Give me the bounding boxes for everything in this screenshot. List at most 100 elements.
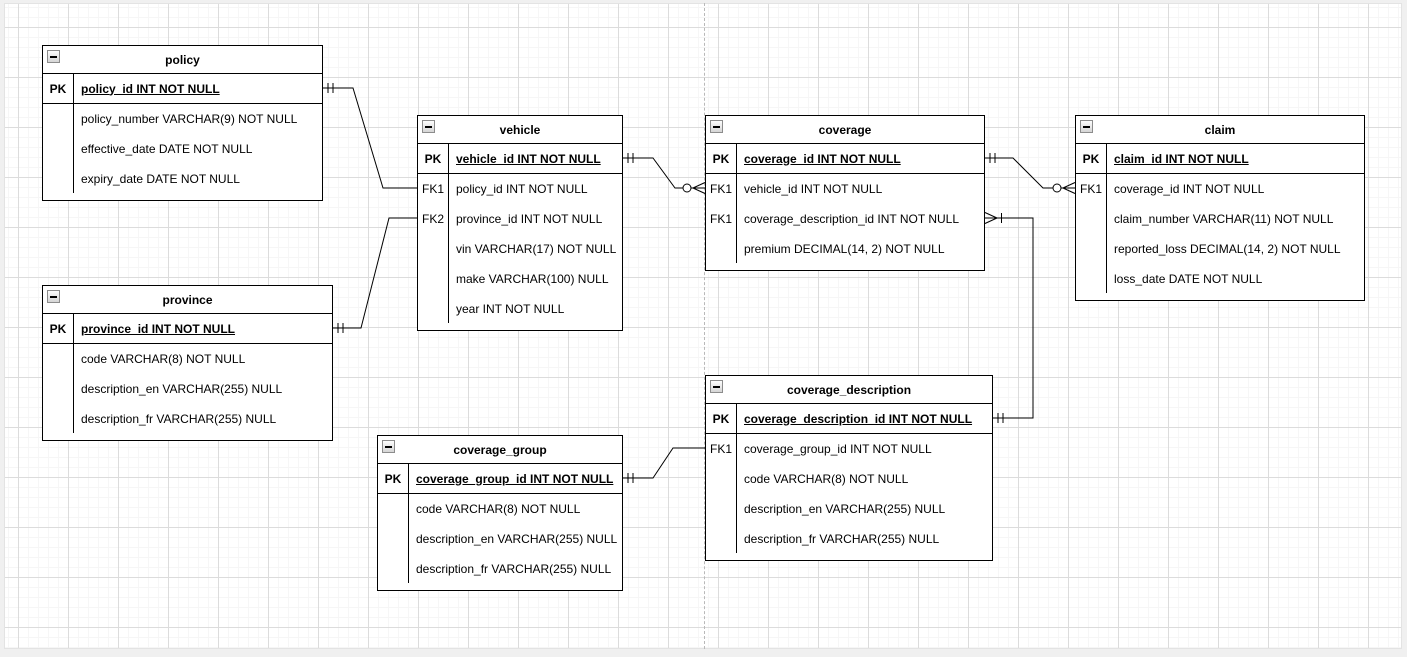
table-row[interactable]: PK policy_id INT NOT NULL <box>43 74 322 104</box>
entity-table-coverage_group[interactable]: coverage_group PK coverage_group_id INT … <box>377 435 623 591</box>
table-row[interactable]: reported_loss DECIMAL(14, 2) NOT NULL <box>1076 234 1364 264</box>
table-row[interactable]: description_fr VARCHAR(255) NULL <box>43 404 332 434</box>
exactly-one-notation-icon <box>337 323 344 333</box>
table-row[interactable]: effective_date DATE NOT NULL <box>43 134 322 164</box>
table-row[interactable]: premium DECIMAL(14, 2) NOT NULL <box>706 234 984 264</box>
table-row[interactable]: code VARCHAR(8) NOT NULL <box>43 344 332 374</box>
table-row[interactable]: make VARCHAR(100) NULL <box>418 264 622 294</box>
table-row[interactable]: vin VARCHAR(17) NOT NULL <box>418 234 622 264</box>
table-row[interactable]: FK1 coverage_description_id INT NOT NULL <box>706 204 984 234</box>
table-row[interactable]: FK1 policy_id INT NOT NULL <box>418 174 622 204</box>
table-row[interactable]: year INT NOT NULL <box>418 294 622 324</box>
collapse-icon[interactable] <box>710 120 723 133</box>
collapse-icon[interactable] <box>382 440 395 453</box>
relationship-line[interactable] <box>623 157 705 189</box>
relationship-line[interactable] <box>333 217 417 329</box>
table-row[interactable]: PK claim_id INT NOT NULL <box>1076 144 1364 174</box>
entity-table-province[interactable]: province PK province_id INT NOT NULL cod… <box>42 285 333 441</box>
column-definition: premium DECIMAL(14, 2) NOT NULL <box>744 242 945 256</box>
table-row[interactable]: PK coverage_id INT NOT NULL <box>706 144 984 174</box>
exactly-one-notation-icon <box>327 83 334 93</box>
relationship-line[interactable] <box>985 217 1034 419</box>
zero-or-many-notation-icon <box>692 182 706 194</box>
table-header[interactable]: vehicle <box>418 116 622 144</box>
relationship-coverage_description-coverage[interactable] <box>984 212 1034 424</box>
column-definition: coverage_id INT NOT NULL <box>744 151 901 166</box>
key-label: PK <box>712 151 730 166</box>
table-row[interactable]: FK1 vehicle_id INT NOT NULL <box>706 174 984 204</box>
column-definition: vehicle_id INT NOT NULL <box>744 182 883 196</box>
table-header[interactable]: claim <box>1076 116 1364 144</box>
table-header[interactable]: province <box>43 286 332 314</box>
entity-table-claim[interactable]: claim PK claim_id INT NOT NULL FK1 cover… <box>1075 115 1365 301</box>
relationship-vehicle-coverage[interactable] <box>623 153 706 194</box>
collapse-icon[interactable] <box>47 290 60 303</box>
table-row[interactable]: description_en VARCHAR(255) NULL <box>43 374 332 404</box>
zero-or-many-notation-icon <box>1062 182 1076 194</box>
table-row[interactable]: policy_number VARCHAR(9) NOT NULL <box>43 104 322 134</box>
table-row[interactable]: FK2 province_id INT NOT NULL <box>418 204 622 234</box>
exactly-one-notation-icon <box>627 153 634 163</box>
column-definition: province_id INT NOT NULL <box>456 212 603 226</box>
table-bottom-padding <box>378 584 622 590</box>
column-definition: coverage_id INT NOT NULL <box>1114 182 1265 196</box>
collapse-icon[interactable] <box>47 50 60 63</box>
column-definition: year INT NOT NULL <box>456 302 565 316</box>
key-column-separator <box>736 144 737 263</box>
column-definition: coverage_description_id INT NOT NULL <box>744 411 973 426</box>
table-header[interactable]: coverage <box>706 116 984 144</box>
table-row[interactable]: description_en VARCHAR(255) NULL <box>378 524 622 554</box>
key-label: PK <box>712 411 730 426</box>
column-definition: vin VARCHAR(17) NOT NULL <box>456 242 617 256</box>
table-row[interactable]: PK coverage_group_id INT NOT NULL <box>378 464 622 494</box>
table-bottom-padding <box>418 324 622 330</box>
exactly-one-notation-icon <box>989 153 996 163</box>
table-header[interactable]: policy <box>43 46 322 74</box>
zero-circle-icon <box>1052 183 1062 193</box>
table-bottom-padding <box>43 434 332 440</box>
minus-icon <box>713 385 720 388</box>
collapse-icon[interactable] <box>422 120 435 133</box>
column-definition: effective_date DATE NOT NULL <box>81 142 253 156</box>
table-row[interactable]: description_fr VARCHAR(255) NULL <box>378 554 622 584</box>
table-row[interactable]: code VARCHAR(8) NOT NULL <box>706 464 992 494</box>
key-label: PK <box>384 471 402 486</box>
column-definition: loss_date DATE NOT NULL <box>1114 272 1263 286</box>
key-column-separator <box>408 464 409 583</box>
table-title: coverage <box>818 122 872 137</box>
table-row[interactable]: description_fr VARCHAR(255) NULL <box>706 524 992 554</box>
table-row[interactable]: claim_number VARCHAR(11) NOT NULL <box>1076 204 1364 234</box>
table-row[interactable]: code VARCHAR(8) NOT NULL <box>378 494 622 524</box>
table-title: policy <box>165 52 200 67</box>
table-row[interactable]: loss_date DATE NOT NULL <box>1076 264 1364 294</box>
table-row[interactable]: FK1 coverage_id INT NOT NULL <box>1076 174 1364 204</box>
table-row[interactable]: PK province_id INT NOT NULL <box>43 314 332 344</box>
column-definition: description_en VARCHAR(255) NULL <box>416 532 618 546</box>
table-row[interactable]: PK coverage_description_id INT NOT NULL <box>706 404 992 434</box>
relationship-coverage-claim[interactable] <box>985 153 1076 194</box>
table-row[interactable]: expiry_date DATE NOT NULL <box>43 164 322 194</box>
entity-table-coverage[interactable]: coverage PK coverage_id INT NOT NULL FK1… <box>705 115 985 271</box>
key-label: FK1 <box>1079 182 1102 196</box>
table-row[interactable]: FK1 coverage_group_id INT NOT NULL <box>706 434 992 464</box>
column-definition: description_fr VARCHAR(255) NULL <box>416 562 612 576</box>
entity-table-coverage_description[interactable]: coverage_description PK coverage_descrip… <box>705 375 993 561</box>
entity-table-vehicle[interactable]: vehicle PK vehicle_id INT NOT NULL FK1 p… <box>417 115 623 331</box>
table-title: claim <box>1204 122 1236 137</box>
column-definition: vehicle_id INT NOT NULL <box>456 151 601 166</box>
relationship-line[interactable] <box>985 157 1075 189</box>
relationship-line[interactable] <box>623 447 705 479</box>
table-header[interactable]: coverage_group <box>378 436 622 464</box>
column-definition: policy_number VARCHAR(9) NOT NULL <box>81 112 298 126</box>
table-row[interactable]: PK vehicle_id INT NOT NULL <box>418 144 622 174</box>
collapse-icon[interactable] <box>710 380 723 393</box>
table-title: province <box>162 292 213 307</box>
table-header[interactable]: coverage_description <box>706 376 992 404</box>
collapse-icon[interactable] <box>1080 120 1093 133</box>
key-column-separator <box>448 144 449 323</box>
table-bottom-padding <box>43 194 322 200</box>
relationship-line[interactable] <box>323 87 417 189</box>
table-row[interactable]: description_en VARCHAR(255) NULL <box>706 494 992 524</box>
column-definition: code VARCHAR(8) NOT NULL <box>416 502 581 516</box>
entity-table-policy[interactable]: policy PK policy_id INT NOT NULL policy_… <box>42 45 323 201</box>
